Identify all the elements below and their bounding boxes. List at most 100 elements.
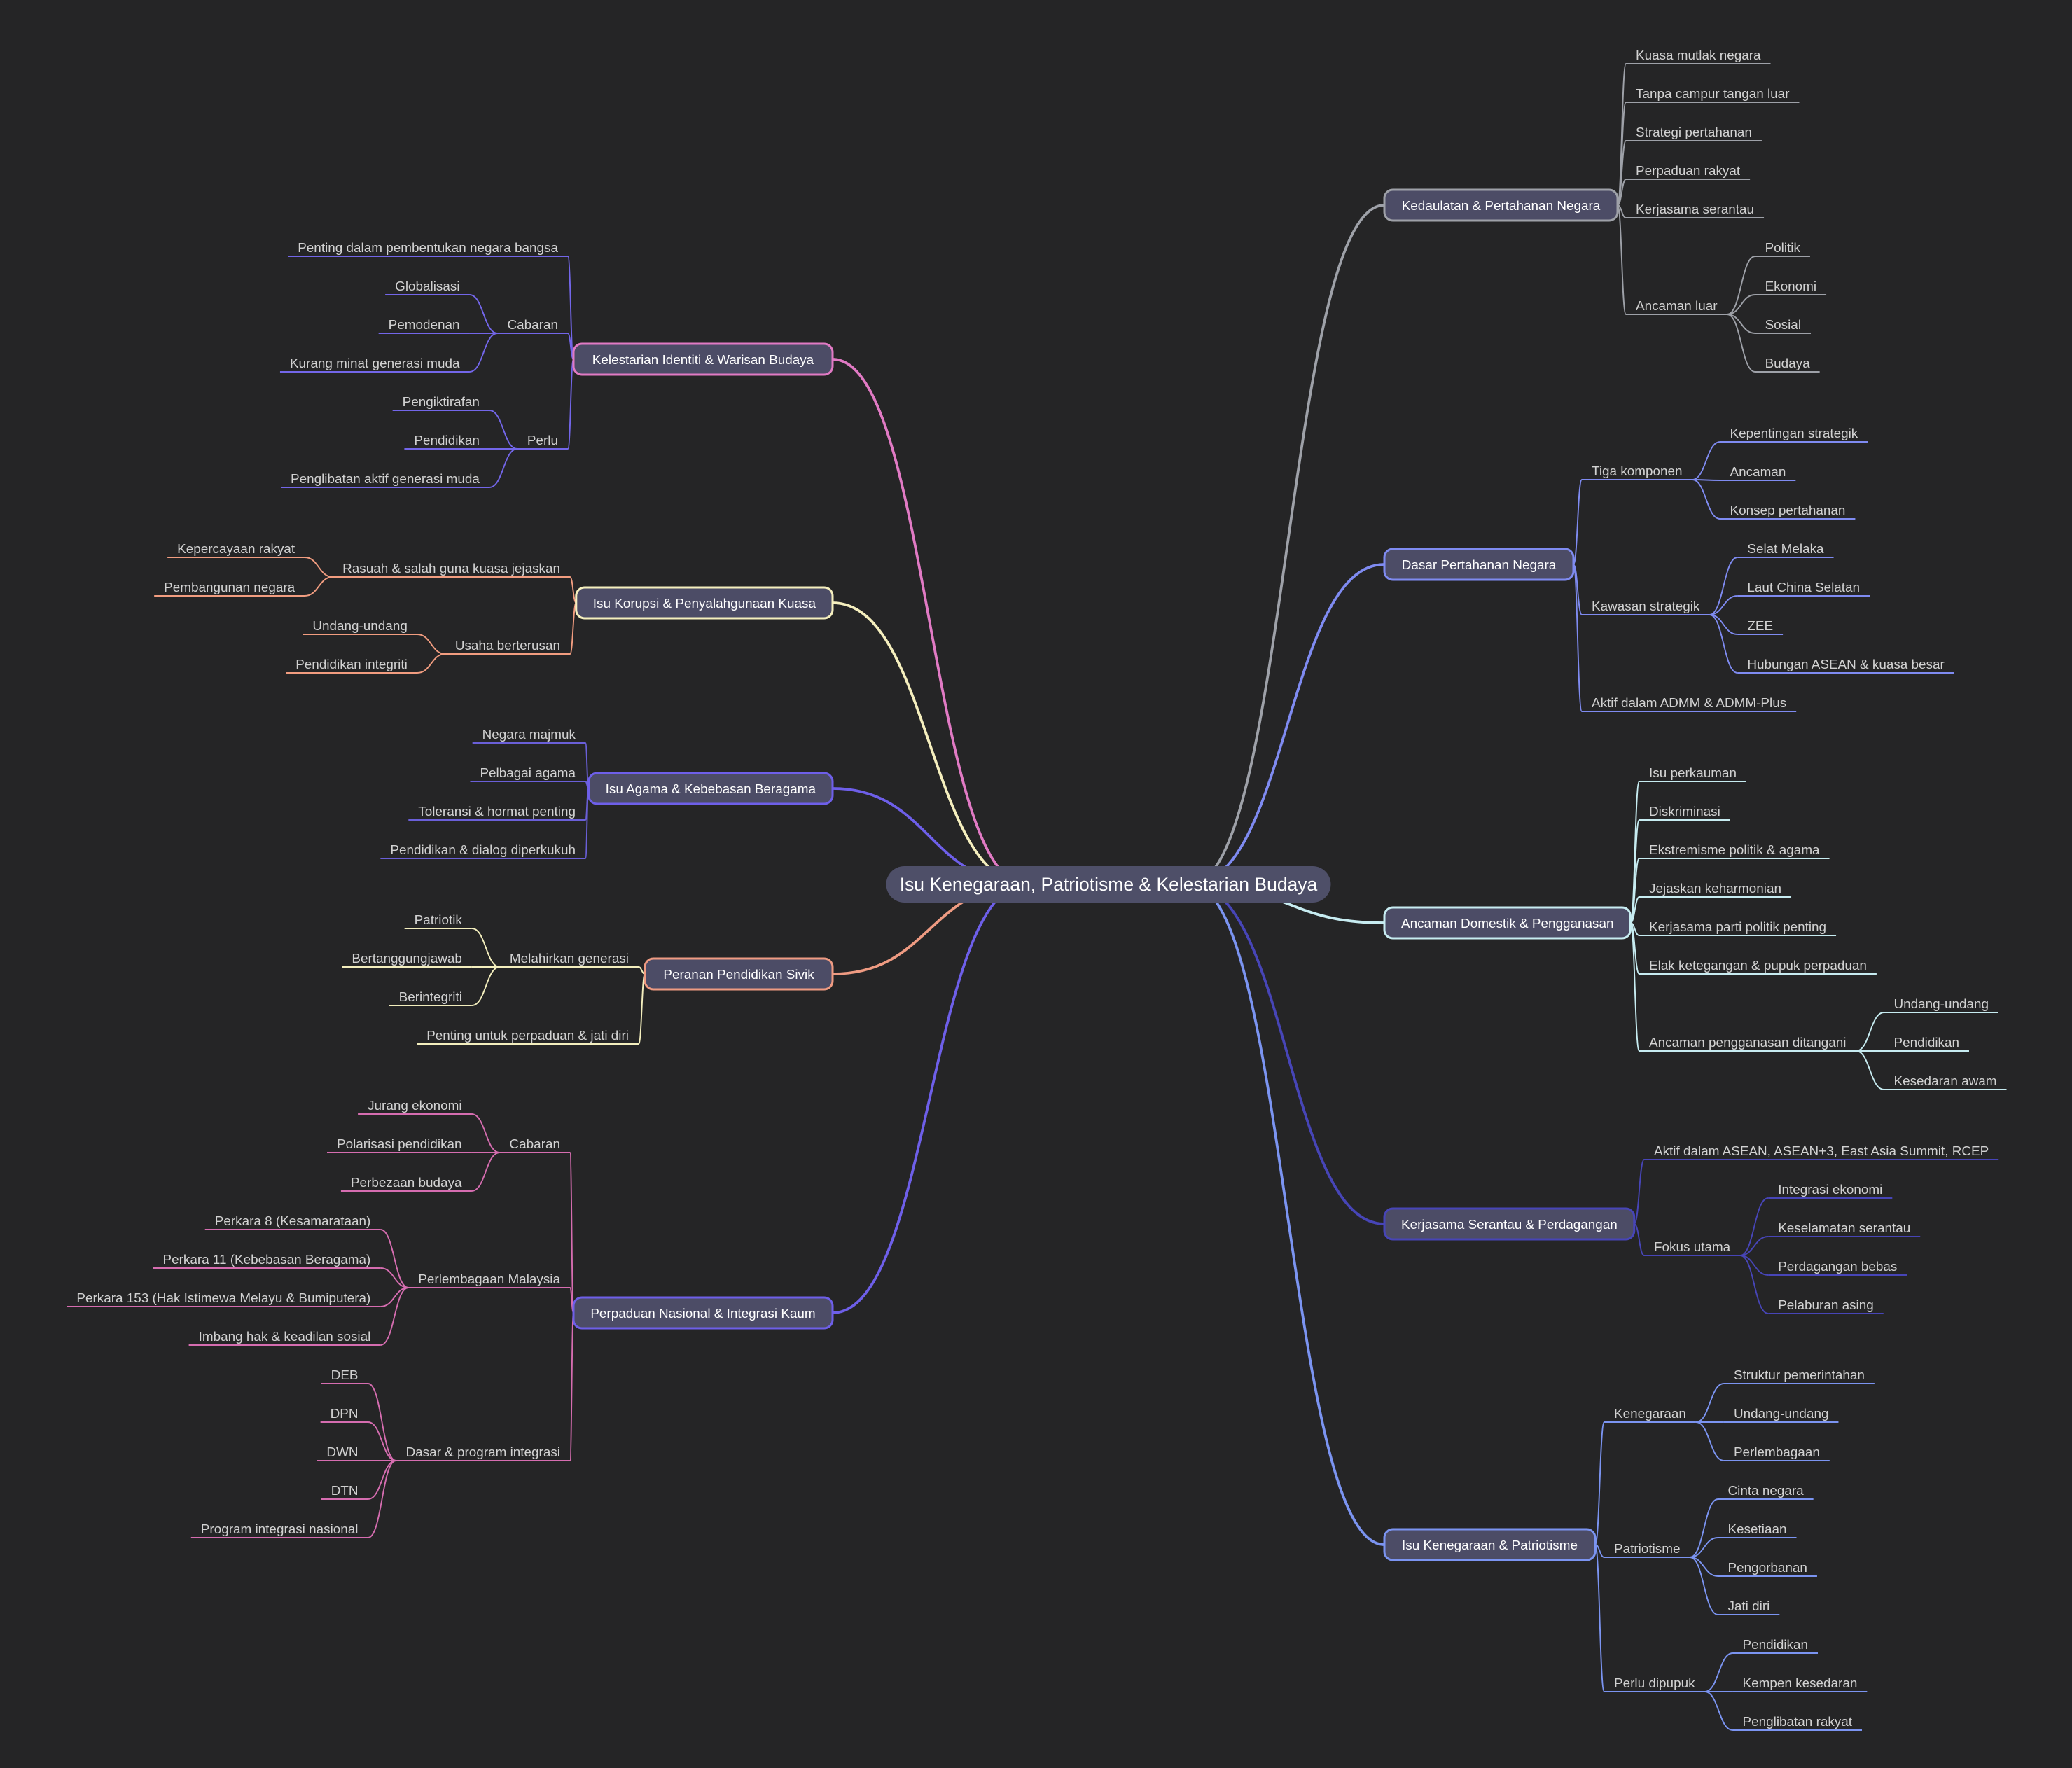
- node-isu-korupsi-penyalahgunaan-kuasa-rasuah-salah-guna-kuasa-jejaskan-kepercayaan-rakyat[interactable]: Kepercayaan rakyat: [177, 542, 295, 557]
- node-perpaduan-nasional-integrasi-kaum-cabaran-jurang-ekonomi[interactable]: Jurang ekonomi: [368, 1099, 461, 1113]
- node-isu-kenegaraan-patriotisme-patriotisme-kesetiaan[interactable]: Kesetiaan: [1727, 1522, 1786, 1537]
- branch-peranan-pendidikan-sivik[interactable]: Peranan Pendidikan Sivik: [644, 957, 834, 991]
- branch-kedaulatan-pertahanan-negara[interactable]: Kedaulatan & Pertahanan Negara: [1383, 188, 1619, 222]
- node-kelestarian-identiti-warisan-budaya-cabaran-kurang-minat-generasi-muda[interactable]: Kurang minat generasi muda: [290, 356, 460, 371]
- node-perpaduan-nasional-integrasi-kaum-dasar-program-integrasi-dtn[interactable]: DTN: [331, 1484, 359, 1498]
- node-isu-korupsi-penyalahgunaan-kuasa-usaha-berterusan-pendidikan-integriti[interactable]: Pendidikan integriti: [295, 657, 408, 672]
- branch-kerjasama-serantau-perdagangan[interactable]: Kerjasama Serantau & Perdagangan: [1383, 1207, 1636, 1241]
- node-perpaduan-nasional-integrasi-kaum-dasar-program-integrasi[interactable]: Dasar & program integrasi: [406, 1445, 560, 1460]
- node-kedaulatan-pertahanan-negara-ancaman-luar-ekonomi[interactable]: Ekonomi: [1765, 279, 1817, 294]
- node-ancaman-domestik-pengganasan-kerjasama-parti-politik-penting[interactable]: Kerjasama parti politik penting: [1649, 920, 1826, 935]
- node-kerjasama-serantau-perdagangan-fokus-utama-integrasi-ekonomi[interactable]: Integrasi ekonomi: [1778, 1183, 1882, 1197]
- node-isu-kenegaraan-patriotisme-kenegaraan-perlembagaan[interactable]: Perlembagaan: [1734, 1445, 1820, 1460]
- node-kedaulatan-pertahanan-negara-ancaman-luar-politik[interactable]: Politik: [1765, 241, 1801, 256]
- node-peranan-pendidikan-sivik-melahirkan-generasi[interactable]: Melahirkan generasi: [510, 952, 629, 966]
- node-ancaman-domestik-pengganasan-ekstremisme-politik-agama[interactable]: Ekstremisme politik & agama: [1649, 843, 1820, 858]
- node-dasar-pertahanan-negara-tiga-komponen-kepentingan-strategik[interactable]: Kepentingan strategik: [1730, 426, 1858, 441]
- node-kelestarian-identiti-warisan-budaya-perlu-pendidikan[interactable]: Pendidikan: [414, 433, 479, 448]
- node-perpaduan-nasional-integrasi-kaum-perlembagaan-malaysia[interactable]: Perlembagaan Malaysia: [418, 1272, 560, 1287]
- node-ancaman-domestik-pengganasan-elak-ketegangan-pupuk-perpaduan[interactable]: Elak ketegangan & pupuk perpaduan: [1649, 959, 1867, 973]
- node-ancaman-domestik-pengganasan-jejaskan-keharmonian[interactable]: Jejaskan keharmonian: [1649, 882, 1781, 896]
- node-isu-kenegaraan-patriotisme-perlu-dipupuk-pendidikan[interactable]: Pendidikan: [1743, 1638, 1808, 1652]
- branch-ancaman-domestik-pengganasan[interactable]: Ancaman Domestik & Pengganasan: [1383, 906, 1632, 940]
- node-kedaulatan-pertahanan-negara-ancaman-luar[interactable]: Ancaman luar: [1636, 299, 1718, 314]
- node-dasar-pertahanan-negara-kawasan-strategik-zee[interactable]: ZEE: [1747, 619, 1773, 634]
- node-isu-kenegaraan-patriotisme-perlu-dipupuk-penglibatan-rakyat[interactable]: Penglibatan rakyat: [1743, 1715, 1853, 1729]
- node-kedaulatan-pertahanan-negara-kerjasama-serantau[interactable]: Kerjasama serantau: [1636, 202, 1754, 217]
- node-kerjasama-serantau-perdagangan-aktif-dalam-asean-asean-3-east-asia-summit-rcep[interactable]: Aktif dalam ASEAN, ASEAN+3, East Asia Su…: [1654, 1144, 1989, 1159]
- node-isu-korupsi-penyalahgunaan-kuasa-usaha-berterusan[interactable]: Usaha berterusan: [455, 639, 560, 653]
- node-kedaulatan-pertahanan-negara-perpaduan-rakyat[interactable]: Perpaduan rakyat: [1636, 164, 1741, 179]
- node-isu-kenegaraan-patriotisme-patriotisme-cinta-negara[interactable]: Cinta negara: [1727, 1484, 1804, 1498]
- node-isu-kenegaraan-patriotisme-kenegaraan-struktur-pemerintahan[interactable]: Struktur pemerintahan: [1734, 1368, 1865, 1383]
- node-dasar-pertahanan-negara-aktif-dalam-admm-admm-plus[interactable]: Aktif dalam ADMM & ADMM-Plus: [1592, 696, 1786, 711]
- node-kerjasama-serantau-perdagangan-fokus-utama-perdagangan-bebas[interactable]: Perdagangan bebas: [1778, 1260, 1897, 1274]
- root-node[interactable]: Isu Kenegaraan, Patriotisme & Kelestaria…: [886, 866, 1331, 903]
- node-perpaduan-nasional-integrasi-kaum-cabaran-perbezaan-budaya[interactable]: Perbezaan budaya: [351, 1176, 462, 1190]
- node-isu-korupsi-penyalahgunaan-kuasa-rasuah-salah-guna-kuasa-jejaskan-pembangunan-negara[interactable]: Pembangunan negara: [164, 580, 295, 595]
- node-ancaman-domestik-pengganasan-ancaman-pengganasan-ditangani[interactable]: Ancaman pengganasan ditangani: [1649, 1036, 1847, 1050]
- node-kelestarian-identiti-warisan-budaya-perlu[interactable]: Perlu: [527, 433, 558, 448]
- node-dasar-pertahanan-negara-kawasan-strategik-selat-melaka[interactable]: Selat Melaka: [1747, 542, 1824, 557]
- node-kedaulatan-pertahanan-negara-ancaman-luar-sosial[interactable]: Sosial: [1765, 318, 1801, 333]
- branch-perpaduan-nasional-integrasi-kaum[interactable]: Perpaduan Nasional & Integrasi Kaum: [572, 1296, 834, 1330]
- node-isu-korupsi-penyalahgunaan-kuasa-usaha-berterusan-undang-undang[interactable]: Undang-undang: [312, 619, 408, 634]
- node-peranan-pendidikan-sivik-melahirkan-generasi-berintegriti[interactable]: Berintegriti: [399, 990, 462, 1005]
- branch-isu-kenegaraan-patriotisme[interactable]: Isu Kenegaraan & Patriotisme: [1383, 1528, 1597, 1561]
- node-isu-kenegaraan-patriotisme-patriotisme-jati-diri[interactable]: Jati diri: [1727, 1599, 1769, 1614]
- node-ancaman-domestik-pengganasan-diskriminasi[interactable]: Diskriminasi: [1649, 805, 1720, 819]
- node-kedaulatan-pertahanan-negara-ancaman-luar-budaya[interactable]: Budaya: [1765, 356, 1811, 371]
- node-kelestarian-identiti-warisan-budaya-perlu-penglibatan-aktif-generasi-muda[interactable]: Penglibatan aktif generasi muda: [291, 472, 480, 487]
- node-perpaduan-nasional-integrasi-kaum-perlembagaan-malaysia-imbang-hak-keadilan-sosial[interactable]: Imbang hak & keadilan sosial: [199, 1330, 371, 1344]
- node-kelestarian-identiti-warisan-budaya-cabaran-pemodenan[interactable]: Pemodenan: [389, 318, 460, 333]
- branch-dasar-pertahanan-negara[interactable]: Dasar Pertahanan Negara: [1383, 548, 1575, 581]
- node-perpaduan-nasional-integrasi-kaum-dasar-program-integrasi-dpn[interactable]: DPN: [331, 1407, 359, 1421]
- node-kerjasama-serantau-perdagangan-fokus-utama[interactable]: Fokus utama: [1654, 1240, 1731, 1255]
- node-peranan-pendidikan-sivik-melahirkan-generasi-bertanggungjawab[interactable]: Bertanggungjawab: [352, 952, 462, 966]
- branch-isu-korupsi-penyalahgunaan-kuasa[interactable]: Isu Korupsi & Penyalahgunaan Kuasa: [575, 586, 834, 620]
- node-kedaulatan-pertahanan-negara-tanpa-campur-tangan-luar[interactable]: Tanpa campur tangan luar: [1636, 87, 1789, 102]
- node-kerjasama-serantau-perdagangan-fokus-utama-keselamatan-serantau[interactable]: Keselamatan serantau: [1778, 1221, 1910, 1236]
- node-isu-kenegaraan-patriotisme-perlu-dipupuk-kempen-kesedaran[interactable]: Kempen kesedaran: [1743, 1676, 1858, 1691]
- node-isu-agama-kebebasan-beragama-toleransi-hormat-penting[interactable]: Toleransi & hormat penting: [418, 805, 576, 819]
- node-perpaduan-nasional-integrasi-kaum-dasar-program-integrasi-dwn[interactable]: DWN: [326, 1445, 358, 1460]
- node-perpaduan-nasional-integrasi-kaum-dasar-program-integrasi-deb[interactable]: DEB: [331, 1368, 359, 1383]
- branch-isu-agama-kebebasan-beragama[interactable]: Isu Agama & Kebebasan Beragama: [587, 772, 834, 805]
- node-perpaduan-nasional-integrasi-kaum-dasar-program-integrasi-program-integrasi-nasional[interactable]: Program integrasi nasional: [201, 1522, 359, 1537]
- node-isu-agama-kebebasan-beragama-negara-majmuk[interactable]: Negara majmuk: [482, 728, 576, 742]
- node-isu-kenegaraan-patriotisme-kenegaraan-undang-undang[interactable]: Undang-undang: [1734, 1407, 1829, 1421]
- node-kelestarian-identiti-warisan-budaya-cabaran[interactable]: Cabaran: [508, 318, 558, 333]
- node-dasar-pertahanan-negara-kawasan-strategik-laut-china-selatan[interactable]: Laut China Selatan: [1747, 580, 1860, 595]
- node-ancaman-domestik-pengganasan-ancaman-pengganasan-ditangani-kesedaran-awam[interactable]: Kesedaran awam: [1894, 1074, 1997, 1089]
- node-peranan-pendidikan-sivik-penting-untuk-perpaduan-jati-diri[interactable]: Penting untuk perpaduan & jati diri: [426, 1029, 629, 1043]
- node-peranan-pendidikan-sivik-melahirkan-generasi-patriotik[interactable]: Patriotik: [415, 913, 463, 928]
- node-kedaulatan-pertahanan-negara-strategi-pertahanan[interactable]: Strategi pertahanan: [1636, 125, 1752, 140]
- node-isu-agama-kebebasan-beragama-pendidikan-dialog-diperkukuh[interactable]: Pendidikan & dialog diperkukuh: [390, 843, 576, 858]
- node-perpaduan-nasional-integrasi-kaum-cabaran-polarisasi-pendidikan[interactable]: Polarisasi pendidikan: [337, 1137, 462, 1152]
- node-dasar-pertahanan-negara-tiga-komponen[interactable]: Tiga komponen: [1592, 464, 1683, 479]
- node-kelestarian-identiti-warisan-budaya-cabaran-globalisasi[interactable]: Globalisasi: [395, 279, 459, 294]
- kelestarian-identiti-warisan-budaya-cabaran-globalisasi-connector: [469, 294, 498, 334]
- node-ancaman-domestik-pengganasan-isu-perkauman[interactable]: Isu perkauman: [1649, 766, 1737, 781]
- node-kelestarian-identiti-warisan-budaya-perlu-pengiktirafan[interactable]: Pengiktirafan: [403, 395, 480, 410]
- node-isu-agama-kebebasan-beragama-pelbagai-agama[interactable]: Pelbagai agama: [480, 766, 576, 781]
- node-dasar-pertahanan-negara-kawasan-strategik[interactable]: Kawasan strategik: [1592, 599, 1700, 614]
- node-isu-kenegaraan-patriotisme-perlu-dipupuk[interactable]: Perlu dipupuk: [1614, 1676, 1695, 1691]
- node-dasar-pertahanan-negara-tiga-komponen-ancaman[interactable]: Ancaman: [1730, 465, 1786, 480]
- node-kedaulatan-pertahanan-negara-kuasa-mutlak-negara[interactable]: Kuasa mutlak negara: [1636, 48, 1761, 63]
- branch-kelestarian-identiti-warisan-budaya[interactable]: Kelestarian Identiti & Warisan Budaya: [572, 342, 834, 376]
- node-ancaman-domestik-pengganasan-ancaman-pengganasan-ditangani-undang-undang[interactable]: Undang-undang: [1894, 997, 1989, 1012]
- node-isu-korupsi-penyalahgunaan-kuasa-rasuah-salah-guna-kuasa-jejaskan[interactable]: Rasuah & salah guna kuasa jejaskan: [342, 562, 560, 576]
- node-perpaduan-nasional-integrasi-kaum-perlembagaan-malaysia-perkara-11-kebebasan-beragama[interactable]: Perkara 11 (Kebebasan Beragama): [163, 1253, 371, 1267]
- node-dasar-pertahanan-negara-kawasan-strategik-hubungan-asean-kuasa-besar[interactable]: Hubungan ASEAN & kuasa besar: [1747, 657, 1944, 672]
- node-isu-kenegaraan-patriotisme-patriotisme[interactable]: Patriotisme: [1614, 1542, 1680, 1557]
- node-perpaduan-nasional-integrasi-kaum-cabaran[interactable]: Cabaran: [510, 1137, 560, 1152]
- node-isu-kenegaraan-patriotisme-kenegaraan[interactable]: Kenegaraan: [1614, 1407, 1686, 1421]
- node-kerjasama-serantau-perdagangan-fokus-utama-pelaburan-asing[interactable]: Pelaburan asing: [1778, 1298, 1874, 1313]
- node-kelestarian-identiti-warisan-budaya-penting-dalam-pembentukan-negara-bangsa[interactable]: Penting dalam pembentukan negara bangsa: [298, 241, 558, 256]
- node-dasar-pertahanan-negara-tiga-komponen-konsep-pertahanan[interactable]: Konsep pertahanan: [1730, 503, 1846, 518]
- node-isu-kenegaraan-patriotisme-patriotisme-pengorbanan[interactable]: Pengorbanan: [1727, 1561, 1807, 1575]
- node-perpaduan-nasional-integrasi-kaum-perlembagaan-malaysia-perkara-153-hak-istimewa-melayu-bumiputera[interactable]: Perkara 153 (Hak Istimewa Melayu & Bumip…: [76, 1291, 370, 1306]
- node-perpaduan-nasional-integrasi-kaum-perlembagaan-malaysia-perkara-8-kesamarataan[interactable]: Perkara 8 (Kesamarataan): [215, 1214, 371, 1229]
- node-ancaman-domestik-pengganasan-ancaman-pengganasan-ditangani-pendidikan[interactable]: Pendidikan: [1894, 1036, 1959, 1050]
